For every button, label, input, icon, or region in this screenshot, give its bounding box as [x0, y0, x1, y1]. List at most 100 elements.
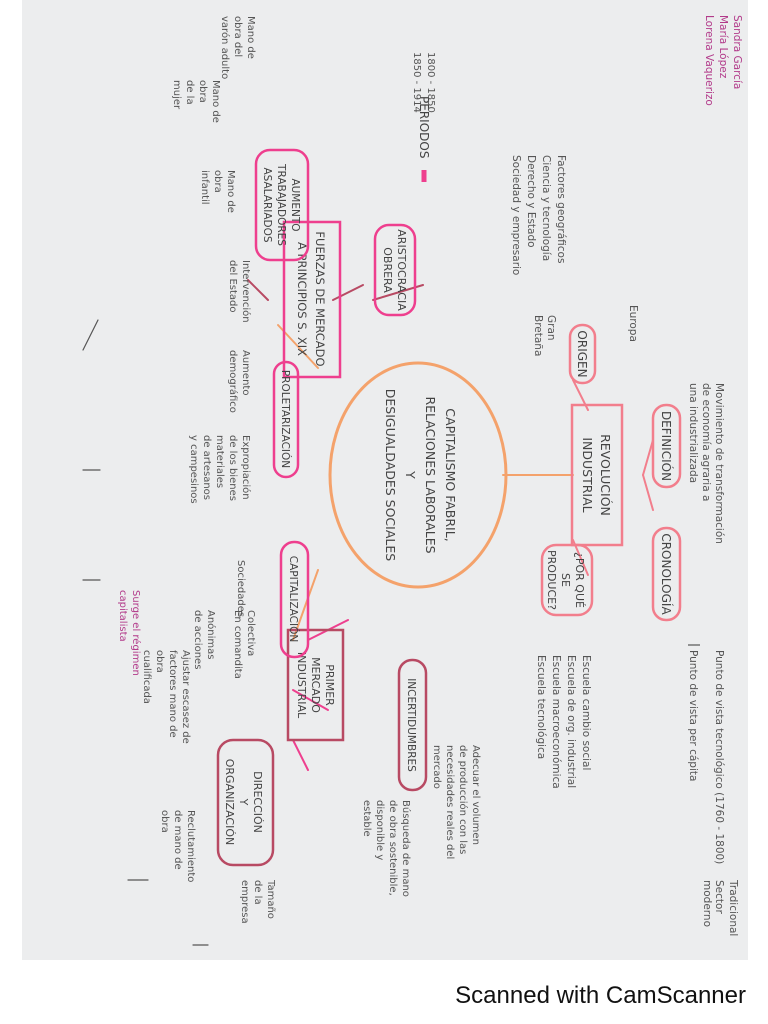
center-node-text: CAPITALISMO FABRIL, RELACIONES LABORALES…	[383, 389, 458, 561]
aumento-label-3: ASALARIADOS	[261, 167, 273, 242]
primer-title-2: MERCADO	[309, 657, 322, 713]
porque-school-3: Escuela macroeconómica	[550, 655, 562, 789]
aumento-note-7: mujer	[171, 80, 182, 110]
definicion-note-3: una industrializada	[687, 383, 699, 483]
cronologia-label: CRONOLOGÍA	[659, 533, 674, 615]
scanner-footer: Scanned with CamScanner	[0, 968, 768, 1024]
origen-factor-2: Ciencia y tecnología	[540, 155, 552, 261]
capitalizacion-note-7: capitalista	[117, 590, 128, 642]
origen-place-3: Bretaña	[532, 315, 544, 356]
direccion-note-5: de mano de	[172, 810, 183, 870]
primer-title: PRIMER	[323, 664, 336, 706]
incertidumbres-note-6: de obra sostenible,	[387, 800, 398, 896]
aristocracia-node	[373, 223, 417, 317]
aumento-node	[254, 148, 310, 262]
porque-school-2: Escuela de org. industrial	[565, 655, 577, 788]
direccion-note-10: cualificada	[141, 650, 152, 704]
periodos-range-1: 1800 - 1850	[425, 52, 436, 113]
proletarizacion-note-8: de artesanos	[201, 435, 212, 500]
mind-map: CAPITALISMO FABRIL, RELACIONES LABORALES…	[82, 15, 743, 946]
revolucion-box	[570, 403, 624, 547]
aumento-note-10: infantil	[199, 170, 210, 205]
porque-school-1: Escuela cambio social	[580, 655, 592, 770]
center-line-3: Y	[403, 470, 418, 479]
fuerzas-title-2: A PRINCIPIOS S. XIX	[295, 242, 309, 356]
direccion-note-1: Tamaño	[265, 879, 276, 919]
capitalizacion-note-3: En comandita	[232, 610, 243, 679]
proletarizacion-label: PROLETARIZACIÓN	[279, 370, 292, 468]
direccion-note-6: obra	[159, 810, 170, 833]
cronologia-node	[651, 526, 682, 622]
proletarizacion-note-6: de los bienes	[227, 435, 238, 501]
fuerzas-box	[282, 220, 342, 379]
author-3: Lorena Vaquerizo	[703, 15, 715, 106]
origen-factor-1: Factores geográficos	[555, 155, 567, 263]
proletarizacion-note-4: demográfico	[227, 350, 239, 413]
cronologia-note-1: Punto de vista tecnológico (1760 - 1800)	[713, 650, 725, 864]
definicion-note-2: de economía agraria a	[700, 383, 712, 501]
author-1: Sandra García	[731, 15, 743, 89]
aumento-note-4: Mano de	[210, 80, 221, 123]
capitalizacion-note-4: Anónimas	[205, 610, 217, 660]
capitalizacion-node	[279, 540, 310, 659]
origen-place-2: Gran	[545, 315, 557, 341]
origen-node	[568, 323, 597, 385]
origen-factor-4: Sociedad y empresario	[510, 155, 522, 275]
capitalizacion-note-5: de acciones	[192, 610, 203, 669]
incertidumbres-note-7: disponible y	[374, 800, 385, 860]
connectors	[82, 279, 654, 946]
definicion-note-1: Movimiento de transformación	[713, 383, 725, 544]
scanner-watermark: Scanned with CamScanner	[455, 982, 746, 1009]
proletarizacion-note-2: del Estado	[227, 260, 238, 313]
direccion-label-2: Y	[237, 798, 250, 806]
proletarizacion-note-1: Intervención	[240, 260, 252, 323]
periodos-range-2: 1850 - 1914	[411, 52, 422, 113]
capitalizacion-label: CAPITALIZACIÓN	[287, 556, 300, 642]
porque-label-3: PRODUCE?	[545, 550, 558, 610]
proletarizacion-note-7: materiales	[214, 435, 225, 488]
definicion-node	[651, 403, 682, 489]
aumento-note-9: obra	[212, 170, 223, 193]
aumento-label-1: AUMENTO	[289, 178, 301, 231]
aumento-note-5: obra	[197, 80, 208, 103]
definicion-label: DEFINICIÓN	[659, 411, 674, 481]
cronologia-note-4: Sector	[713, 880, 725, 914]
incertidumbres-node	[397, 658, 428, 792]
aumento-note-3: varón adulto	[219, 16, 231, 79]
incertidumbres-note-3: necesidades reales del	[444, 745, 455, 859]
incertidumbres-label: INCERTIDUMBRES	[405, 678, 417, 772]
porque-label-1: ¿POR QUÉ	[573, 552, 586, 608]
proletarizacion-note-5: Expropiación	[240, 435, 252, 500]
aumento-note-1: Mano de	[245, 16, 256, 59]
revolucion-title: REVOLUCIÓN	[598, 434, 613, 516]
center-line-2: RELACIONES LABORALES	[423, 396, 438, 553]
direccion-node	[216, 738, 275, 867]
authors-block: Sandra García María López Lorena Vaqueri…	[703, 15, 743, 106]
proletarizacion-note-9: y campesinos	[188, 435, 199, 504]
capitalizacion-note-6: Surge el régimen	[130, 590, 142, 676]
aumento-note-6: de la	[184, 80, 195, 105]
incertidumbres-note-2: de producción con las	[457, 745, 469, 854]
direccion-note-2: de la	[252, 880, 263, 905]
aumento-note-2: obra del	[232, 16, 243, 57]
porque-label-2: SE	[559, 573, 572, 587]
center-node-shape	[328, 361, 508, 589]
aristocracia-label-2: OBRERA	[381, 247, 394, 293]
porque-node	[540, 543, 594, 617]
capitalizacion-note-2: Colectiva	[245, 610, 256, 656]
direccion-note-9: obra	[154, 650, 165, 673]
cronologia-note-3: Tradicional	[727, 879, 739, 936]
periodos-label: PERIODOS 1800 - 1850 1850 - 1914	[411, 52, 436, 182]
direccion-note-4: Reclutamiento	[185, 810, 196, 882]
porque-school-4: Escuela tecnológica	[535, 655, 547, 759]
proletarizacion-node	[272, 360, 300, 479]
fuerzas-title: FUERZAS DE MERCADO	[313, 231, 327, 366]
incertidumbres-note-8: estable	[361, 800, 372, 837]
periodos-text: PERIODOS	[417, 96, 431, 158]
direccion-note-7: Ajustar escasez de	[180, 650, 191, 744]
aristocracia-label-1: ARISTOCRACIA	[395, 229, 408, 311]
primer-box	[286, 628, 345, 742]
primer-title-3: INDUSTRIAL	[295, 652, 308, 719]
direccion-note-8: factores mano de	[167, 650, 178, 738]
capitalizacion-note-1: Sociedades	[235, 560, 246, 617]
